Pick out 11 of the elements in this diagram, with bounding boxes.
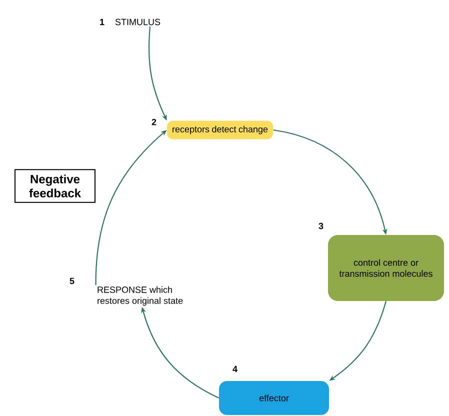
stimulus-label: STIMULUS [115, 18, 160, 26]
response-label: RESPONSE which restores original state [98, 286, 183, 306]
step-number: 4 [232, 366, 238, 372]
control-centre-box: control centre or transmission molecules [328, 235, 444, 301]
step-number: 3 [318, 222, 324, 230]
feedback-box: Negative feedback [14, 169, 96, 203]
receptor-box: receptors detect change [167, 120, 273, 140]
step-number: 5 [70, 278, 74, 284]
effector-box: effector [219, 381, 329, 415]
step-number: 1 [100, 18, 104, 26]
step-number: 2 [152, 118, 156, 126]
